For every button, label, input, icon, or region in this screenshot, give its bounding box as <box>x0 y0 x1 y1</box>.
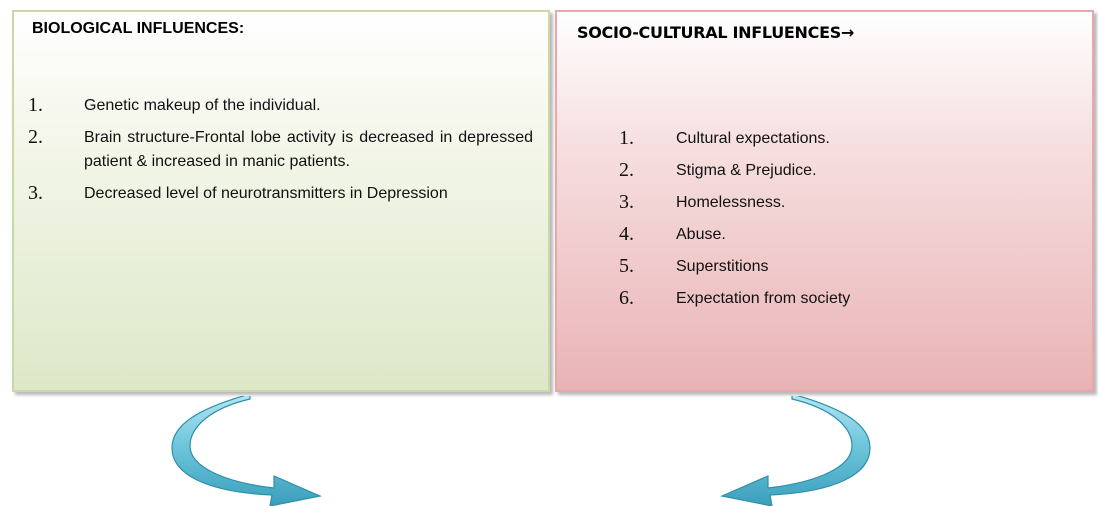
item-text: Homelessness. <box>676 194 786 211</box>
list-item: 2. Brain structure-Frontal lobe activity… <box>28 126 533 174</box>
item-text: Brain structure-Frontal lobe activity is… <box>84 129 533 170</box>
item-text: Abuse. <box>676 226 726 243</box>
item-number: 3. <box>619 191 634 213</box>
item-number: 3. <box>28 182 43 204</box>
item-number: 1. <box>619 127 634 149</box>
list-item: 2. Stigma & Prejudice. <box>619 159 1059 183</box>
list-item: 6. Expectation from society <box>619 287 1059 311</box>
item-number: 2. <box>28 126 43 148</box>
socio-cultural-influences-title: SOCIO-CULTURAL INFLUENCES→ <box>577 23 855 42</box>
curved-arrow-counterclockwise-icon <box>720 396 871 506</box>
item-text: Superstitions <box>676 258 769 275</box>
list-item: 1. Genetic makeup of the individual. <box>28 94 533 118</box>
list-item: 3. Decreased level of neurotransmitters … <box>28 182 533 206</box>
item-number: 1. <box>28 94 43 116</box>
item-text: Stigma & Prejudice. <box>676 162 817 179</box>
curved-arrow-clockwise-icon <box>171 396 322 506</box>
item-number: 5. <box>619 255 634 277</box>
list-item: 4. Abuse. <box>619 223 1059 247</box>
item-number: 2. <box>619 159 634 181</box>
item-number: 4. <box>619 223 634 245</box>
item-text: Genetic makeup of the individual. <box>84 97 321 114</box>
biological-influences-list: 1. Genetic makeup of the individual. 2. … <box>28 94 533 214</box>
list-item: 3. Homelessness. <box>619 191 1059 215</box>
socio-cultural-influences-box: SOCIO-CULTURAL INFLUENCES→ 1. Cultural e… <box>555 10 1094 392</box>
biological-influences-title: BIOLOGICAL INFLUENCES: <box>32 20 245 37</box>
socio-cultural-influences-list: 1. Cultural expectations. 2. Stigma & Pr… <box>619 127 1059 319</box>
biological-influences-box: BIOLOGICAL INFLUENCES: 1. Genetic makeup… <box>12 10 550 392</box>
item-text: Expectation from society <box>676 290 851 307</box>
list-item: 1. Cultural expectations. <box>619 127 1059 151</box>
item-text: Decreased level of neurotransmitters in … <box>84 185 448 202</box>
list-item: 5. Superstitions <box>619 255 1059 279</box>
item-text: Cultural expectations. <box>676 130 830 147</box>
item-number: 6. <box>619 287 634 309</box>
